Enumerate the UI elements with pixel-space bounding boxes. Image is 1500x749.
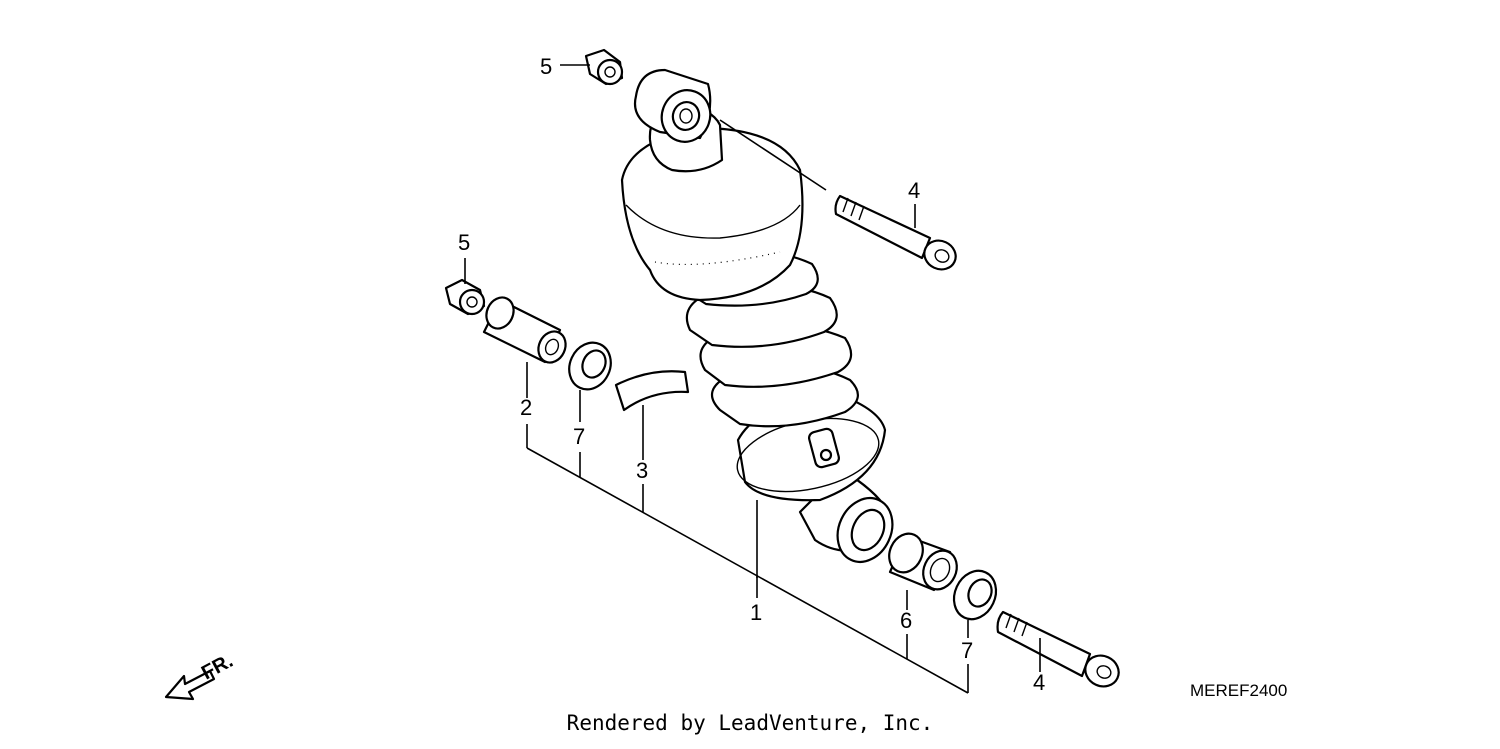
callout-7-right: 7 — [961, 638, 973, 663]
callout-4-upper: 4 — [908, 178, 920, 203]
render-credit: Rendered by LeadVenture, Inc. — [566, 711, 934, 735]
leader-lines — [464, 64, 1041, 694]
shock-guard — [614, 370, 690, 412]
callout-3: 3 — [636, 458, 648, 483]
diagram-code: MEREF2400 — [1190, 681, 1287, 700]
lower-flange-nut — [444, 278, 486, 316]
callout-6: 6 — [900, 608, 912, 633]
callout-5-lower: 5 — [458, 230, 470, 255]
callout-2: 2 — [520, 395, 532, 420]
callout-5-upper: 5 — [540, 54, 552, 79]
lower-mounting-bolt — [996, 610, 1120, 688]
upper-mounting-bolt — [834, 194, 957, 271]
dust-seal-right — [952, 569, 998, 621]
rear-shock-absorber — [620, 68, 894, 563]
upper-flange-nut — [584, 48, 624, 86]
callout-4-lower: 4 — [1033, 670, 1045, 695]
dust-seal-left — [568, 341, 612, 391]
needle-bearing — [888, 532, 958, 592]
front-direction-arrow-icon — [164, 669, 216, 701]
callout-7-left: 7 — [573, 424, 585, 449]
callout-1: 1 — [750, 600, 762, 625]
collar-spacer — [482, 296, 567, 364]
